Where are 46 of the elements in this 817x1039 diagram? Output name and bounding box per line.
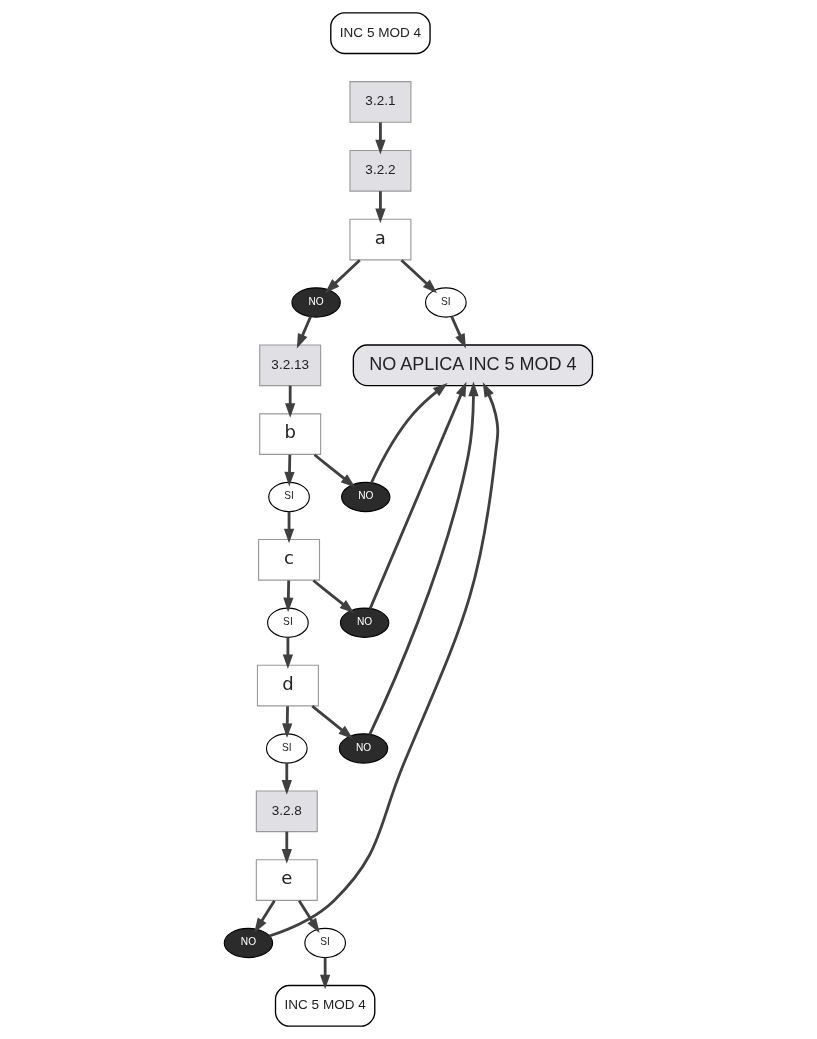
arrow (268, 382, 500, 938)
node-box: 3.2.2 (349, 149, 412, 192)
node-box: c (258, 539, 321, 581)
arrow (370, 383, 448, 484)
arrow (368, 381, 467, 610)
arrow (282, 637, 294, 670)
arrow (450, 315, 466, 349)
arrow (282, 706, 293, 739)
arrow (281, 831, 292, 864)
arrow (320, 957, 331, 990)
node-box: a (349, 218, 412, 261)
node-box: INC 5 MOD 4 (274, 984, 376, 1027)
node-box: 3.2.13 (259, 344, 322, 387)
node-ellipse: SI (268, 481, 310, 513)
node-ellipse: NO (341, 481, 391, 513)
node-ellipse: SI (265, 733, 308, 764)
arrow (375, 122, 386, 155)
node-box: b (259, 413, 322, 455)
node-ellipse: SI (267, 607, 309, 638)
arrow (375, 191, 386, 224)
node-box: d (256, 664, 319, 707)
arrow (297, 900, 320, 934)
arrow (284, 454, 295, 487)
arrow (296, 315, 312, 349)
node-ellipse: NO (291, 287, 341, 318)
node-box: INC 5 MOD 4 (330, 12, 431, 55)
node-box: 3.2.1 (349, 81, 412, 123)
arrow (283, 580, 294, 613)
arrow (368, 381, 479, 735)
node-box: 3.2.8 (255, 790, 318, 833)
node-box: e (255, 859, 318, 901)
arrow (400, 259, 438, 294)
node-ellipse: SI (424, 287, 467, 318)
node-ellipse: NO (223, 927, 274, 959)
node-box: NO APLICA INC 5 MOD 4 (352, 344, 594, 387)
arrow (325, 259, 361, 293)
arrow (254, 900, 276, 933)
node-ellipse: SI (304, 927, 346, 959)
arrow (285, 385, 296, 418)
arrow (281, 763, 292, 795)
arrow (313, 453, 356, 488)
arrow (283, 511, 295, 544)
arrow (311, 705, 354, 739)
node-ellipse: NO (339, 607, 390, 638)
node-ellipse: NO (338, 733, 389, 764)
arrow (312, 579, 355, 614)
